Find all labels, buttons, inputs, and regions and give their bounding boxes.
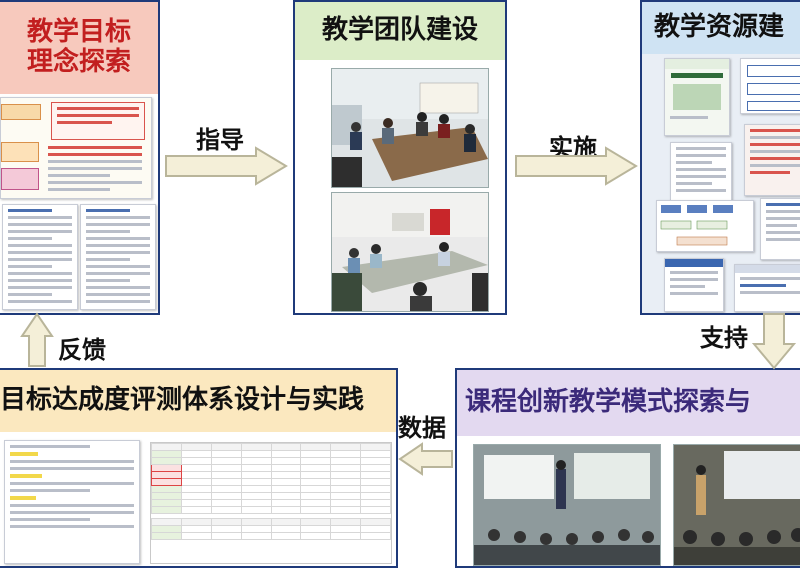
goal-document-thumbnail — [0, 97, 152, 199]
support-label: 支持 — [700, 324, 748, 352]
feedback-label: 反馈 — [58, 336, 106, 364]
data-arrow-icon — [398, 442, 453, 476]
course-structure-thumbnail — [740, 58, 800, 114]
teaching-team-title: 教学团队建设 — [295, 2, 505, 60]
evaluation-system-title: 目标达成度评测体系设计与实践 — [0, 370, 396, 432]
survey-form-thumbnail — [4, 440, 140, 564]
goal-paper-thumbnail-right — [80, 204, 156, 310]
goal-concept-title: 教学目标 理念探索 — [0, 2, 158, 94]
teaching-resources-box: 教学资源建 — [640, 0, 800, 315]
guide-label: 指导 — [196, 126, 244, 154]
outline-thumbnail — [760, 198, 800, 260]
goal-paper-thumbnail-left — [2, 204, 78, 310]
course-page-thumbnail — [734, 264, 800, 312]
goal-title-line1: 教学目标 — [26, 17, 131, 48]
guide-arrow-icon — [165, 146, 288, 186]
teaching-resources-title: 教学资源建 — [642, 2, 800, 54]
goal-concept-box: 教学目标 理念探索 — [0, 0, 160, 315]
team-title-text: 教学团队建设 — [321, 15, 478, 46]
feedback-arrow-icon — [20, 312, 54, 367]
flowchart-thumbnail — [656, 200, 754, 252]
evaluation-title-text: 目标达成度评测体系设计与实践 — [0, 385, 365, 416]
goal-title-line2: 理念探索 — [26, 47, 131, 77]
course-innovation-box: 课程创新教学模式探索与 — [455, 368, 800, 568]
implement-arrow-icon — [515, 146, 638, 186]
slides-thumbnail — [744, 124, 800, 196]
team-meeting-photo-2 — [331, 192, 489, 312]
classroom-photo-1 — [473, 444, 661, 566]
team-meeting-photo-1 — [331, 68, 489, 188]
teaching-team-box: 教学团队建设 — [293, 0, 507, 315]
data-label: 数据 — [398, 414, 446, 442]
course-innovation-title: 课程创新教学模式探索与 — [457, 370, 800, 436]
support-arrow-icon — [752, 313, 796, 370]
evaluation-system-box: 目标达成度评测体系设计与实践 — [0, 368, 398, 568]
lecture-note-thumbnail — [670, 142, 732, 202]
score-statistics-table — [150, 442, 392, 564]
resources-title-text: 教学资源建 — [654, 12, 785, 43]
online-platform-thumbnail — [664, 258, 724, 312]
textbook-cover-thumbnail — [664, 58, 730, 136]
innovation-title-text: 课程创新教学模式探索与 — [465, 387, 752, 418]
classroom-photo-2 — [673, 444, 800, 566]
